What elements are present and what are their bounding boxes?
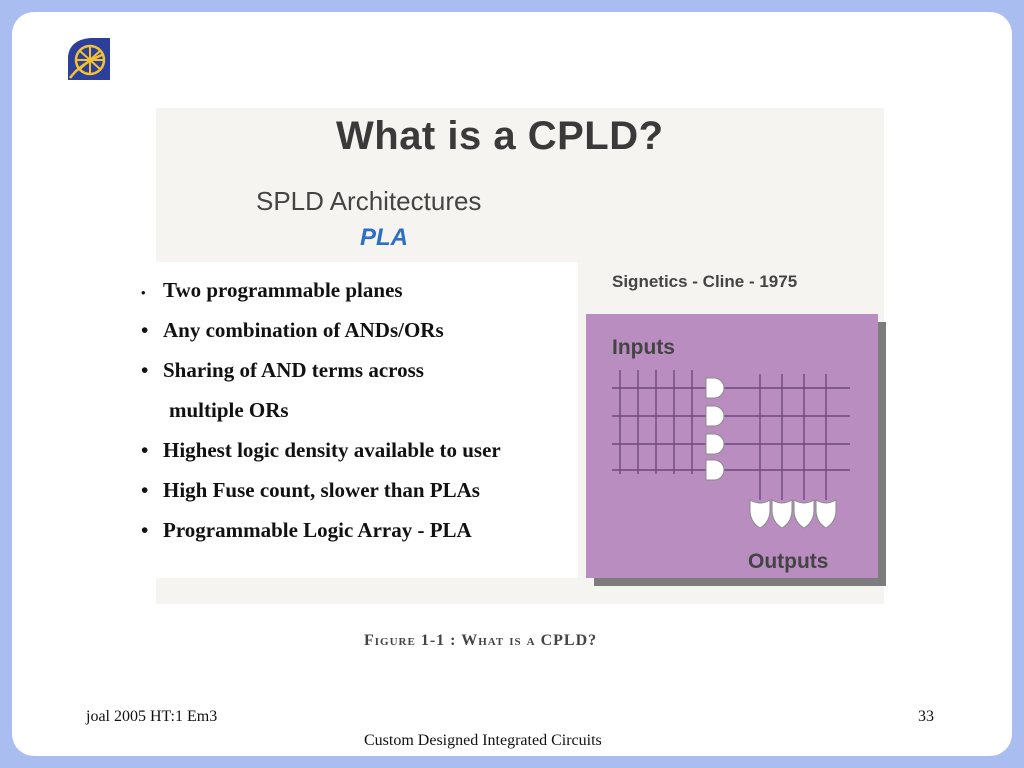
bullet-item: •Programmable Logic Array - PLA	[141, 518, 472, 542]
bullet-item: •High Fuse count, slower than PLAs	[141, 478, 480, 502]
bullet-item: •Any combination of ANDs/ORs	[141, 318, 444, 342]
bullet-item: •Sharing of AND terms across	[141, 358, 424, 382]
and-gate-icon	[705, 459, 725, 481]
or-gate-icon	[771, 499, 793, 529]
pla-diagram: Inputs Outputs	[586, 314, 886, 586]
or-gate-icon	[793, 499, 815, 529]
footer-course-title: Custom Designed Integrated Circuits	[364, 732, 602, 749]
and-gate-icon	[705, 433, 725, 455]
or-gate-icon	[749, 499, 771, 529]
outputs-label: Outputs	[748, 550, 828, 573]
figure-caption: Figure 1-1 : What is a CPLD?	[364, 632, 598, 649]
footer-author: joal 2005 HT:1 Em3	[86, 708, 218, 725]
university-logo-icon	[68, 38, 110, 80]
figure-title: What is a CPLD?	[336, 114, 664, 158]
figure-credit: Signetics - Cline - 1975	[612, 272, 798, 291]
bullet-item-continuation: multiple ORs	[169, 398, 289, 422]
bullet-item: •Two programmable planes	[141, 278, 403, 302]
page-number: 33	[918, 708, 934, 725]
and-gate-icon	[705, 405, 725, 427]
bullet-item: •Highest logic density available to user	[141, 438, 501, 462]
or-gate-icon	[815, 499, 837, 529]
inputs-label: Inputs	[612, 336, 675, 359]
figure-subtitle-pla: PLA	[360, 224, 408, 251]
bullets-box	[124, 262, 578, 578]
and-gate-icon	[705, 377, 725, 399]
figure-subtitle: SPLD Architectures	[256, 186, 482, 216]
